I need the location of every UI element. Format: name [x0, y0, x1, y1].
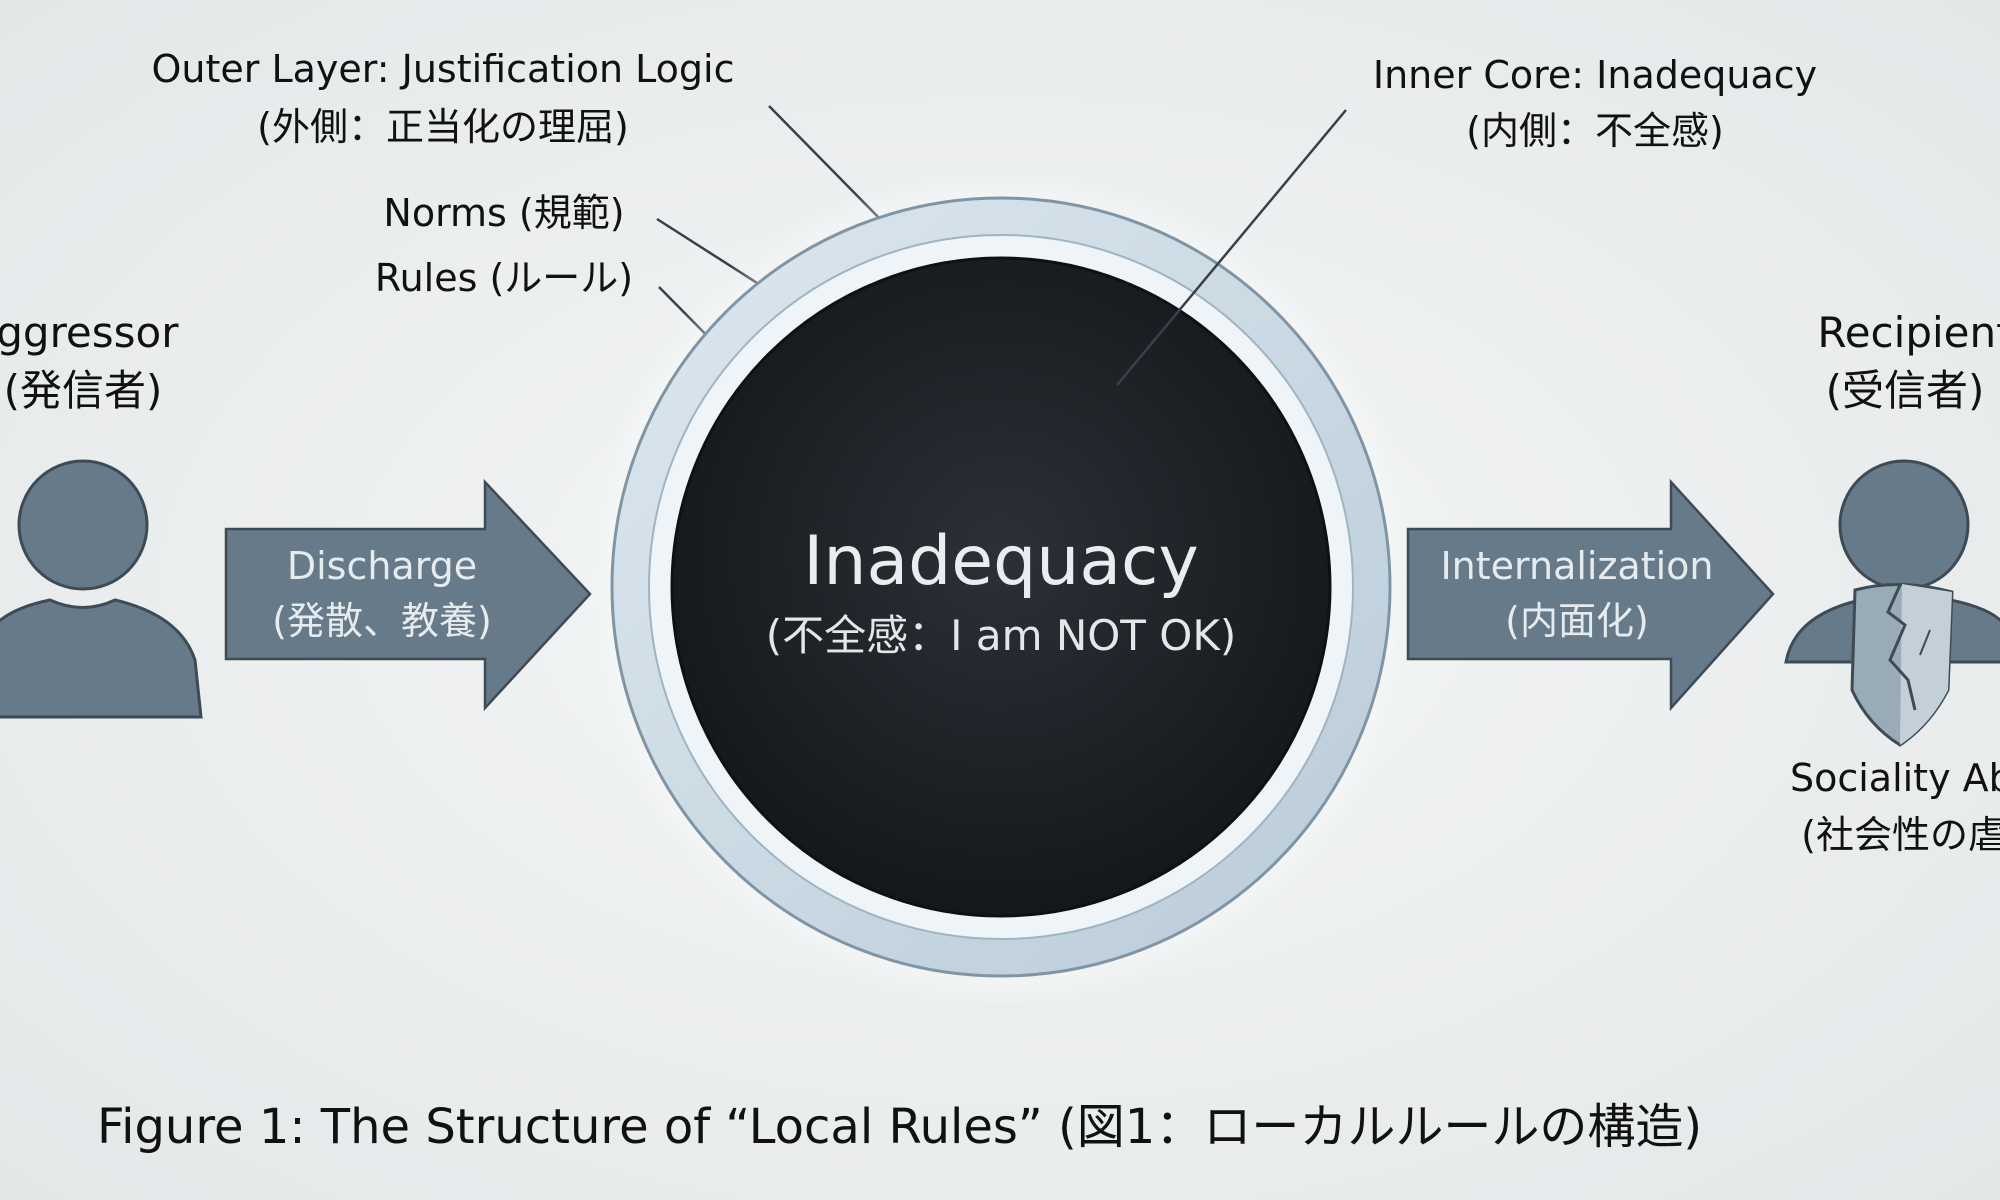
aggressor-title: Aggressor — [0, 308, 179, 357]
rules-label: Rules (ルール) — [374, 256, 634, 300]
core-title: Inadequacy — [803, 522, 1199, 601]
discharge-title: Discharge — [286, 544, 478, 588]
broken-shield-icon — [1850, 583, 1954, 747]
outer-layer-title: Outer Layer: Justification Logic — [151, 47, 735, 91]
inner-core-circle — [670, 256, 1332, 918]
norms-label: Norms (規範) — [383, 191, 625, 235]
internalization-title: Internalization — [1440, 544, 1714, 588]
inner-core-subtitle: (内側：不全感) — [1466, 109, 1724, 153]
outer-layer-subtitle: (外側：正当化の理屈) — [257, 105, 629, 149]
inner-core-title: Inner Core: Inadequacy — [1372, 53, 1818, 97]
aggressor-subtitle: (発信者) — [3, 366, 163, 415]
recipient-effect-title: Sociality Abuse — [1789, 756, 2000, 800]
core-subtitle: (不全感：I am NOT OK) — [765, 611, 1237, 660]
internalization-arrow — [1406, 478, 1775, 712]
discharge-arrow — [224, 478, 592, 712]
recipient-title: Recipient — [1817, 308, 2000, 357]
internalization-subtitle: (内面化) — [1505, 599, 1649, 643]
recipient-subtitle: (受信者) — [1825, 366, 1985, 415]
inner-core-leader-line — [1116, 109, 1347, 386]
figure-caption: Figure 1: The Structure of “Local Rules”… — [97, 1099, 1703, 1155]
aggressor-person-icon — [0, 459, 203, 719]
discharge-subtitle: (発散、教養) — [272, 599, 492, 643]
recipient-effect-subtitle: (社会性の虐待) — [1801, 813, 2000, 857]
